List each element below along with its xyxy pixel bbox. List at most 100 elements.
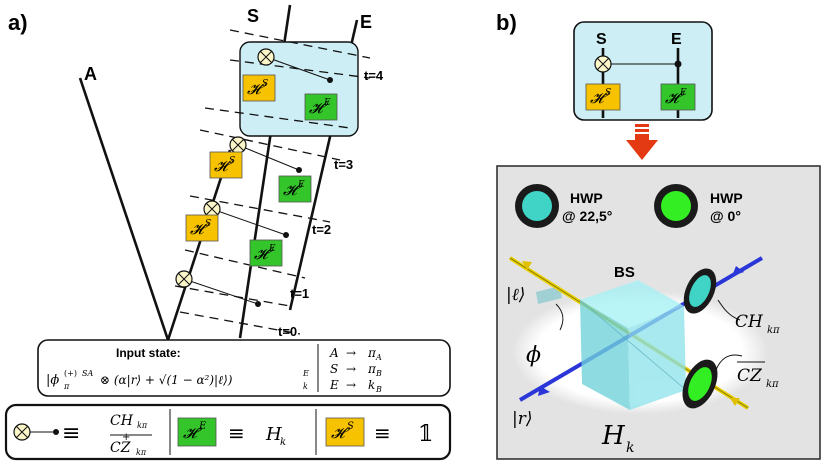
svg-text:+: + [122,432,130,443]
hk-label: H k [601,421,634,456]
svg-text:E: E [302,369,309,378]
cz-label: CZ kπ [737,361,779,390]
legend-hs-gate: 𝓗 S [325,417,365,447]
input-state-formula: |ϕ (+) π SA ⊗ (α|r⟩ + √(1 − α²)|ℓ⟩) E k [46,369,309,391]
svg-text:SA: SA [82,369,93,378]
time-label-t0: t=0 [278,324,297,339]
svg-text:E: E [297,180,305,190]
circuit-control-dot [674,60,682,68]
svg-text:π: π [63,382,70,391]
legend-he-gate: 𝓗 E [177,417,217,447]
svg-text:|ϕ: |ϕ [46,373,59,388]
pointer-phi [555,303,564,331]
legend-hk: H k [265,424,286,448]
phi-label: ϕ [526,343,541,368]
panel-a: a) A S E t=0 t=1 t=2 t=3 t=4 [4,4,452,461]
svg-text:E: E [268,244,276,254]
circuit-controlled-gate-icon [594,55,612,73]
input-state-box [37,339,451,397]
control-dot-1 [255,301,261,307]
svg-text:E: E [323,98,331,108]
panel-b: b) S E 𝓗 S 𝓗 E [496,10,821,460]
ch-label: CH kπ [735,312,780,336]
wire-e-label: E [360,12,372,32]
svg-text:S: S [262,79,268,89]
svg-text:CZ: CZ [110,440,131,456]
svg-text:S: S [347,421,354,432]
beam-r-arrow-1 [538,386,550,396]
legend-identity: 𝟙 [418,422,433,447]
gate-hs: 𝓗 S [242,74,276,102]
panel-b-label: b) [496,10,517,35]
wire-s-label: S [247,6,259,26]
svg-text:kπ: kπ [766,379,779,390]
svg-text:kπ: kπ [137,421,148,430]
controlled-gate-icon [175,270,193,288]
wire-a-right [166,149,232,341]
svg-text:CH: CH [110,413,134,429]
control-dot-3 [296,167,302,173]
control-dot-4 [327,77,333,83]
circuit-e-label: E [671,31,682,48]
wire-a-left [78,77,170,341]
svg-text:⊗ (α|r⟩ + √(1 − α²)|ℓ⟩): ⊗ (α|r⟩ + √(1 − α²)|ℓ⟩) [100,373,233,387]
r-label: |r⟩ [512,409,533,429]
dash-line-t0b [174,285,291,307]
svg-text:(+): (+) [64,369,77,378]
hwp-plate-ch-icon [683,268,717,314]
gate-he: 𝓗 E [304,93,338,121]
svg-text:S: S [605,88,611,98]
dash-line-t3 [199,129,341,161]
time-label-t1: t=1 [290,286,309,301]
time-label-t3: t=3 [334,157,353,172]
svg-text:E: E [198,421,207,432]
circuit-s-label: S [596,31,607,48]
bs-label: BS [614,264,635,281]
circuit-he-gate: 𝓗 E [660,83,696,111]
beam-ell-arrow-2 [730,398,740,406]
hwp-plate-cz-icon [682,359,718,409]
hwp-22-label-1: HWP [570,190,603,206]
svg-text:π: π [367,362,377,376]
pointer-ch [717,299,741,321]
dash-line-t1 [184,249,306,279]
controlled-gate-icon [229,136,247,154]
svg-text:S: S [205,219,211,229]
dash-line-t4b [229,59,371,79]
control-link-4 [265,56,331,81]
dash-line-t0 [179,311,301,335]
svg-text:CH: CH [735,312,764,332]
hwp-0-label-2: @ 0° [710,208,741,224]
svg-text:B: B [375,369,382,378]
svg-text:H: H [601,421,626,451]
svg-text:A: A [375,353,382,362]
svg-text:k: k [626,440,634,456]
svg-text:S: S [330,362,338,376]
circuit-hs-gate: 𝓗 S [585,83,621,111]
panel-a-label: a) [8,10,28,35]
control-link-2 [211,208,287,236]
legend-controlled-gate-icon [13,423,59,441]
gate-he: 𝓗 E [278,175,312,203]
hwp-22-label-2: @ 22,5° [562,208,612,224]
control-dot-2 [283,232,289,238]
svg-text:kπ: kπ [767,325,780,336]
beam-ell-arrow-1 [522,261,532,270]
svg-text:π: π [367,346,377,360]
hwp-0-label-1: HWP [710,190,743,206]
svg-text:→: → [346,362,356,376]
beam-splitter-cube [580,280,686,410]
svg-text:B: B [375,385,382,394]
controlled-gate-icon [257,48,275,66]
input-state-mapping: A → π A S → π B E → k B [329,346,382,394]
svg-text:kπ: kπ [136,448,147,457]
control-link-1 [183,278,259,305]
dash-line-t3b [204,107,351,129]
svg-text:E: E [679,88,687,98]
legend-equiv-3: ≡ [374,421,391,445]
hwp-22-icon [515,184,559,228]
svg-text:E: E [329,378,339,392]
legend-equiv-1: ≡ [62,421,80,446]
svg-text:CZ: CZ [737,366,763,386]
